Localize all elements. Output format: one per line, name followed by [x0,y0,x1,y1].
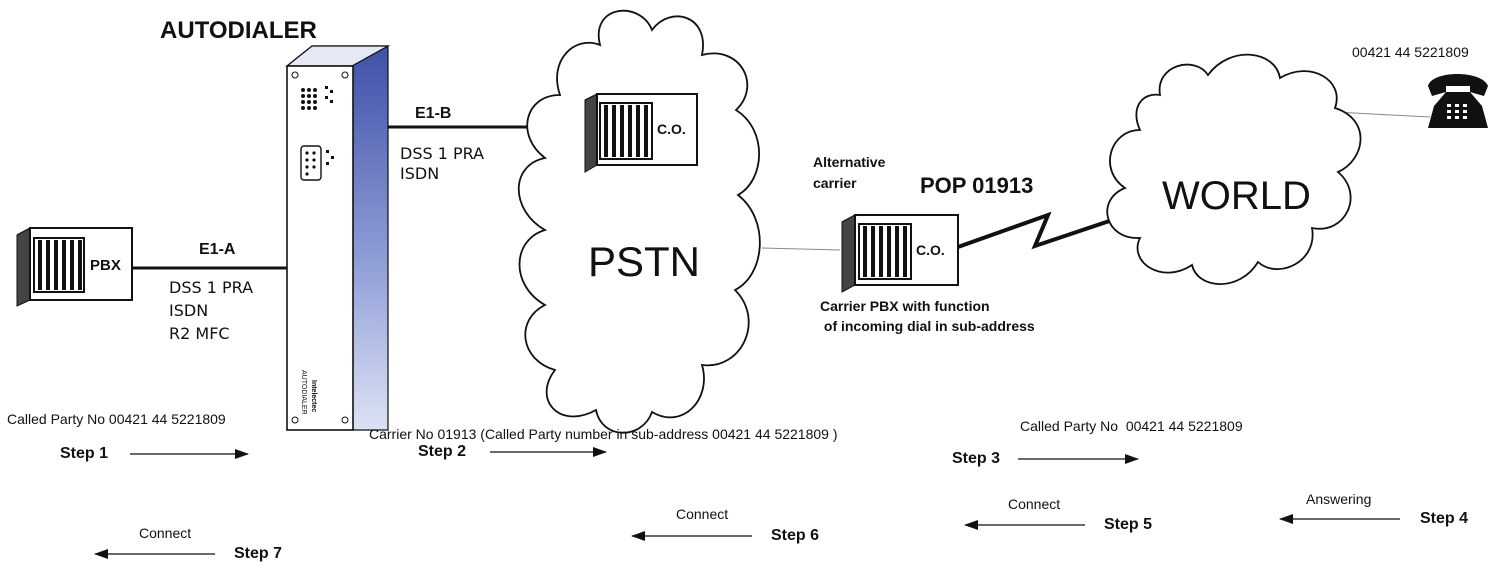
step6-label: Step 6 [771,527,820,544]
carrier-desc-line2: of incoming dial in sub-address [820,318,1035,334]
pstn-cloud [517,9,761,434]
step1-caption: Called Party No 00421 44 5221809 [7,411,226,427]
alt-carrier-line2: carrier [813,175,857,191]
device-maker-text: Intelectec [310,380,317,412]
step4-label: Step 4 [1420,510,1469,527]
world-cloud [1106,53,1362,285]
pbx-unit [16,227,134,307]
step2-caption: Carrier No 01913 (Called Party number in… [369,426,838,442]
step3-label: Step 3 [952,450,1001,467]
e1a-protocol-3: R2 MFC [169,324,230,343]
pbx-label: PBX [90,257,121,274]
pstn-label: PSTN [588,238,701,285]
radio-link [957,206,1149,250]
step4-caption: Answering [1306,491,1372,507]
world-label: WORLD [1162,174,1311,218]
step6-caption: Connect [676,506,729,522]
step5-caption: Connect [1008,496,1061,512]
step3-caption: Called Party No 00421 44 5221809 [1020,418,1243,434]
telephone-icon [1428,74,1488,128]
step1-label: Step 1 [60,445,109,462]
pop-label: POP 01913 [920,173,1034,198]
pstn-co-label: C.O. [657,121,686,137]
pstn-co-unit [584,93,698,173]
pop-co-unit [841,214,959,293]
e1a-label: E1-A [199,241,236,258]
e1b-protocol-1: DSS 1 PRA [400,144,485,163]
step5-label: Step 5 [1104,516,1153,533]
alt-carrier-line1: Alternative [813,154,886,170]
phone-number: 00421 44 5221809 [1352,44,1469,60]
pop-co-label: C.O. [916,242,945,258]
carrier-desc-line1: Carrier PBX with function [820,298,990,314]
e1b-label: E1-B [415,105,452,122]
step7-caption: Connect [139,525,192,541]
device-brand-text: AUTODIALER [300,370,307,415]
diagram-title: AUTODIALER [160,17,317,44]
e1a-protocol-1: DSS 1 PRA [169,278,254,297]
keypad-icon [301,88,317,110]
serial-port-icon [300,145,322,181]
autodialer-device: AUTODIALER Intelectec [285,45,391,431]
step2-label: Step 2 [418,443,467,460]
pstn-to-pop-link [761,247,841,251]
step7-label: Step 7 [234,545,283,562]
e1a-protocol-2: ISDN [169,301,209,320]
world-to-phone-link [1334,111,1431,118]
e1b-protocol-2: ISDN [400,164,440,183]
